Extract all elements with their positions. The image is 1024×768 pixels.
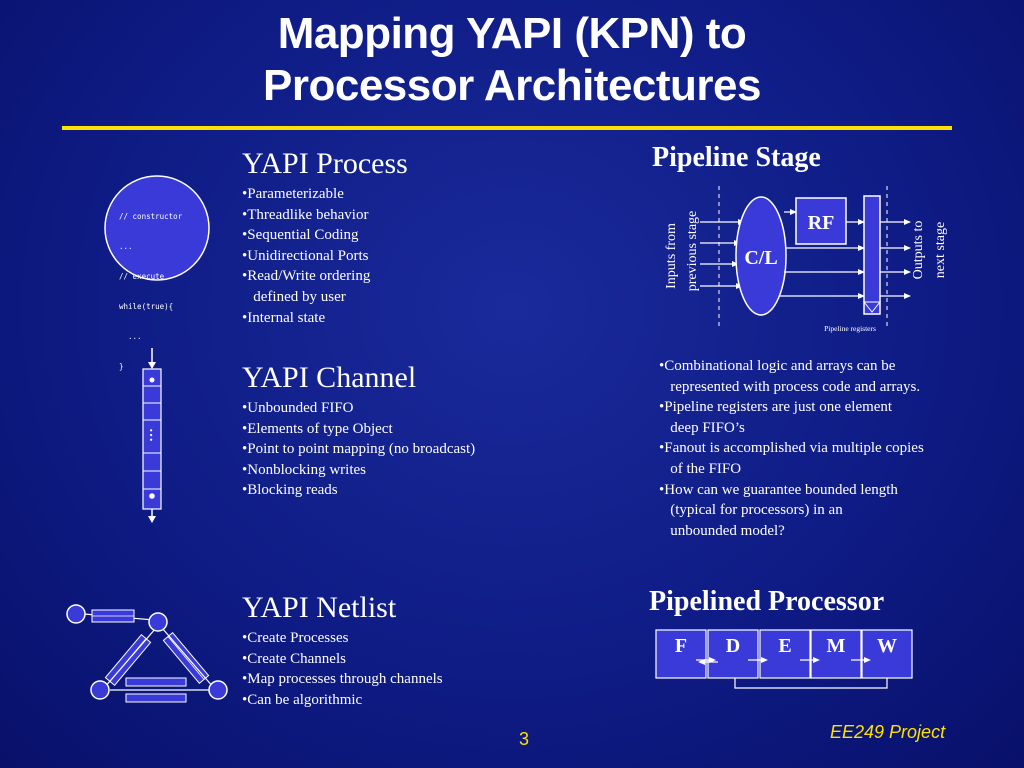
note-line: unbounded model? [659,522,785,539]
note-line: (typical for processors) in an [659,502,843,519]
netlist-item: •Create Processes [242,630,349,646]
project-label: EE249 Project [830,722,946,742]
netlist-node [148,612,168,632]
channel-item: •Elements of type Object [242,420,393,437]
pipelined-processor-diagram: F D E M W [655,629,913,689]
process-item: •Read/Write ordering [242,268,371,285]
netlist-item: •Create Channels [242,650,346,667]
pipelined-processor-heading: Pipelined Processor [649,586,885,617]
stage-label-w: W [877,635,897,657]
process-code: // constructor ... // execute while(true… [119,192,209,382]
process-item: •Sequential Coding [242,227,359,244]
page-number: 3 [518,729,529,749]
process-code-line: while(true){ [119,302,174,311]
slide-title: Mapping YAPI (KPN) to Processor Architec… [0,8,1024,112]
pipeline-stage-diagram: RF C/L Inputs from previous stage Output… [664,186,948,333]
stage-box-f [655,629,707,679]
process-code-line: // constructor [119,212,183,221]
process-circle [104,175,210,281]
channel-heading: YAPI Channel [242,361,417,394]
rf-label: RF [808,212,835,234]
stage-label-f: F [675,635,687,657]
note-line: of the FIFO [659,460,742,477]
process-code-line: ... [119,242,133,251]
note-line: •How can we guarantee bounded length [659,481,898,498]
stage-box-e [759,629,811,679]
channel-item: •Nonblocking writes [242,461,366,478]
netlist-node [66,604,86,624]
channel-item: •Point to point mapping (no broadcast) [242,441,476,458]
netlist-heading: YAPI Netlist [242,591,397,624]
pipeline-stage-heading: Pipeline Stage [652,142,821,173]
output-label-1: Outputs to [911,221,926,280]
channel-ellipsis: … [146,428,161,442]
process-code-line: ... [119,332,142,341]
register-file-box [795,197,847,245]
channel-item: •Unbounded FIFO [242,400,354,416]
process-diagram [104,175,210,281]
pipeline-registers-label: Pipeline registers [824,324,876,333]
note-line: deep FIFO’s [659,419,745,436]
stage-box-w [861,629,913,679]
pipeline-register-bar [863,195,881,315]
channel-list: •Unbounded FIFO •Elements of type Object… [242,398,475,501]
stage-box-m [810,629,862,679]
stage-label-d: D [726,635,740,657]
note-line: •Fanout is accomplished via multiple cop… [659,440,924,457]
combinational-logic-shape [735,196,787,316]
stage-box-d [707,629,759,679]
netlist-node [208,680,228,700]
slide-title-line-1: Mapping YAPI (KPN) to [277,9,747,58]
output-label-2: next stage [933,222,948,278]
process-item: •Parameterizable [242,186,344,202]
process-code-line: } [119,362,124,371]
cl-label: C/L [744,247,777,269]
channel-item: •Blocking reads [242,482,338,499]
process-item: •Unidirectional Ports [242,247,369,264]
slide-title-line-2: Processor Architectures [263,61,761,110]
note-line: •Combinational logic and arrays can be [659,358,896,374]
process-item: •Threadlike behavior [242,206,369,223]
process-list: •Parameterizable •Threadlike behavior •S… [242,184,370,328]
input-label-1: Inputs from [664,223,679,289]
stage-label-m: M [827,635,846,657]
process-item: defined by user [242,288,346,305]
netlist-diagram [66,604,228,703]
stage-label-e: E [778,635,791,657]
note-line: represented with process code and arrays… [659,378,921,395]
netlist-item: •Map processes through channels [242,671,443,688]
process-code-line: // execute [119,272,165,281]
channel-fifo-diagram [142,348,162,523]
title-underline [62,126,952,130]
netlist-node [90,680,110,700]
netlist-item: •Can be algorithmic [242,691,363,708]
netlist-list: •Create Processes •Create Channels •Map … [242,628,443,710]
process-item: •Internal state [242,309,326,326]
input-label-2: previous stage [685,211,700,291]
note-line: •Pipeline registers are just one element [659,399,893,416]
pipeline-notes: •Combinational logic and arrays can be r… [659,356,924,541]
process-heading: YAPI Process [242,147,408,180]
